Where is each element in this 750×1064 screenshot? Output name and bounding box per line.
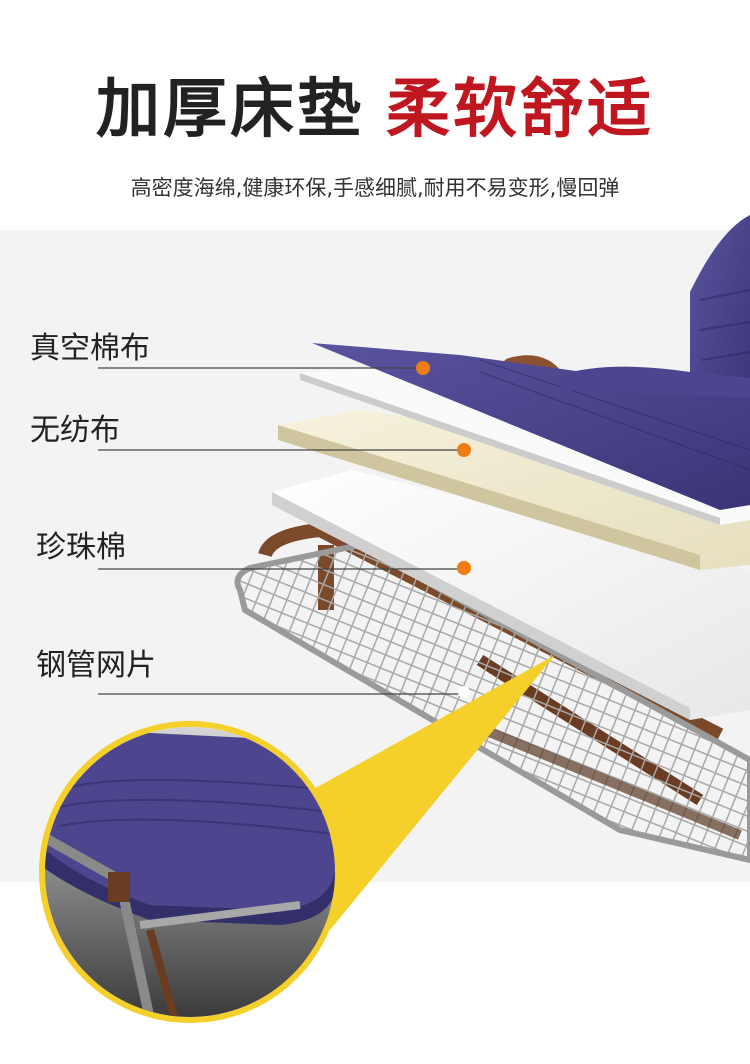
headline: 加厚床垫柔软舒适 bbox=[0, 78, 750, 142]
subtitle: 高密度海绵,健康环保,手感细腻,耐用不易变形,慢回弹 bbox=[130, 176, 620, 200]
mattress-backrest bbox=[690, 215, 750, 420]
callout-wedge bbox=[312, 655, 555, 930]
label-steel-mesh: 钢管网片 bbox=[36, 648, 156, 683]
zoom-detail-circle bbox=[39, 721, 341, 1023]
label-vacuum-cotton: 真空棉布 bbox=[30, 331, 150, 366]
label-non-woven: 无纺布 bbox=[30, 413, 120, 448]
marker-dot-vacuum-cotton bbox=[416, 361, 430, 375]
headline-dark: 加厚床垫 bbox=[96, 73, 364, 147]
marker-dot-non-woven bbox=[457, 443, 471, 457]
headline-red: 柔软舒适 bbox=[386, 73, 654, 147]
marker-dot-pearl-foam bbox=[457, 561, 471, 575]
layer-sheet bbox=[300, 368, 750, 525]
marker-dot-steel-mesh bbox=[458, 686, 470, 698]
leader-lines bbox=[98, 367, 462, 695]
layer-vacuum-cotton bbox=[312, 343, 750, 510]
layer-pearl-foam bbox=[272, 470, 750, 720]
label-pearl-foam: 珍珠棉 bbox=[36, 530, 126, 565]
